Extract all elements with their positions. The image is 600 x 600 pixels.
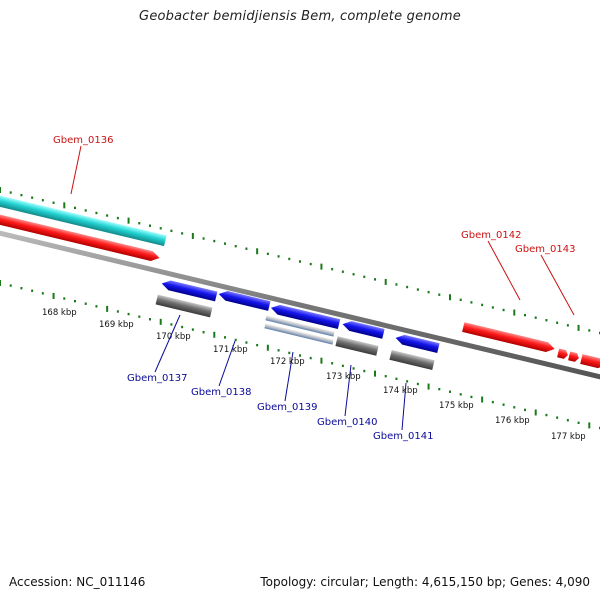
gene-arrow-gbem-0139 <box>270 304 341 330</box>
gene-label-gbem-0141[interactable]: Gbem_0141 <box>373 431 433 442</box>
inner-tick-row <box>0 280 600 430</box>
gene-arrow-small-1 <box>557 348 568 359</box>
gene-arrow-gbem-0141 <box>395 334 440 353</box>
map-title: Geobacter bemidjiensis Bem, complete gen… <box>139 9 461 24</box>
gene-features <box>0 189 600 370</box>
leader-line-gbem-0142 <box>487 240 521 301</box>
gene-label-gbem-0143[interactable]: Gbem_0143 <box>515 244 575 255</box>
kbp-label: 171 kbp <box>213 345 248 355</box>
tick-rings <box>0 187 600 430</box>
topology-text: Topology: circular; Length: 4,615,150 bp… <box>260 575 590 589</box>
leader-line-gbem-0136 <box>70 145 82 195</box>
gene-labels: Gbem_0136Gbem_0137Gbem_0138Gbem_0139Gbem… <box>53 135 575 442</box>
kbp-label: 168 kbp <box>42 308 77 318</box>
gene-label-gbem-0139[interactable]: Gbem_0139 <box>257 402 317 413</box>
gene-label-gbem-0138[interactable]: Gbem_0138 <box>191 387 251 398</box>
gene-label-gbem-0137[interactable]: Gbem_0137 <box>127 373 187 384</box>
leader-line-gbem-0138 <box>218 340 236 387</box>
leader-line-gbem-0140 <box>344 364 352 417</box>
kbp-label: 176 kbp <box>495 416 530 426</box>
gene-arrow-gbem-0136-rna <box>0 189 167 247</box>
leader-line-gbem-0139 <box>284 351 294 402</box>
outer-tick-row <box>0 187 600 335</box>
kbp-label: 175 kbp <box>439 401 474 411</box>
kbp-label: 173 kbp <box>326 372 361 382</box>
gene-arrow-gbem-0142 <box>462 322 555 352</box>
gene-arrow-gbem-0143 <box>580 354 600 369</box>
accession-text: Accession: NC_011146 <box>9 575 146 589</box>
leader-line-gbem-0137 <box>154 314 181 373</box>
genome-backbone <box>0 230 600 380</box>
gene-arrow-gbem-0136 <box>0 211 160 261</box>
gene-arrow-gbem-0140 <box>342 321 385 339</box>
kbp-label: 172 kbp <box>270 357 305 367</box>
feature-gbem-0141 <box>389 350 435 370</box>
scale-labels: 168 kbp 169 kbp 170 kbp 171 kbp 172 kbp 173 k… <box>42 308 586 442</box>
gene-label-gbem-0142[interactable]: Gbem_0142 <box>461 230 521 241</box>
feature-gbem-0140 <box>335 336 379 356</box>
feature-gbem-0139-a <box>265 315 335 337</box>
gene-arrow-gbem-0137 <box>161 280 218 302</box>
leader-line-gbem-0141 <box>401 382 407 431</box>
feature-gbem-0139-b <box>264 323 334 345</box>
leader-line-gbem-0143 <box>540 254 575 316</box>
gene-label-gbem-0140[interactable]: Gbem_0140 <box>317 417 377 428</box>
gene-arrow-small-2 <box>568 351 579 362</box>
kbp-label: 174 kbp <box>383 386 418 396</box>
feature-gbem-0137 <box>155 294 213 318</box>
kbp-label: 170 kbp <box>156 332 191 342</box>
gene-label-gbem-0136[interactable]: Gbem_0136 <box>53 135 113 146</box>
gene-arrow-gbem-0138 <box>218 290 271 311</box>
kbp-label: 169 kbp <box>99 320 134 330</box>
kbp-label: 177 kbp <box>551 432 586 442</box>
